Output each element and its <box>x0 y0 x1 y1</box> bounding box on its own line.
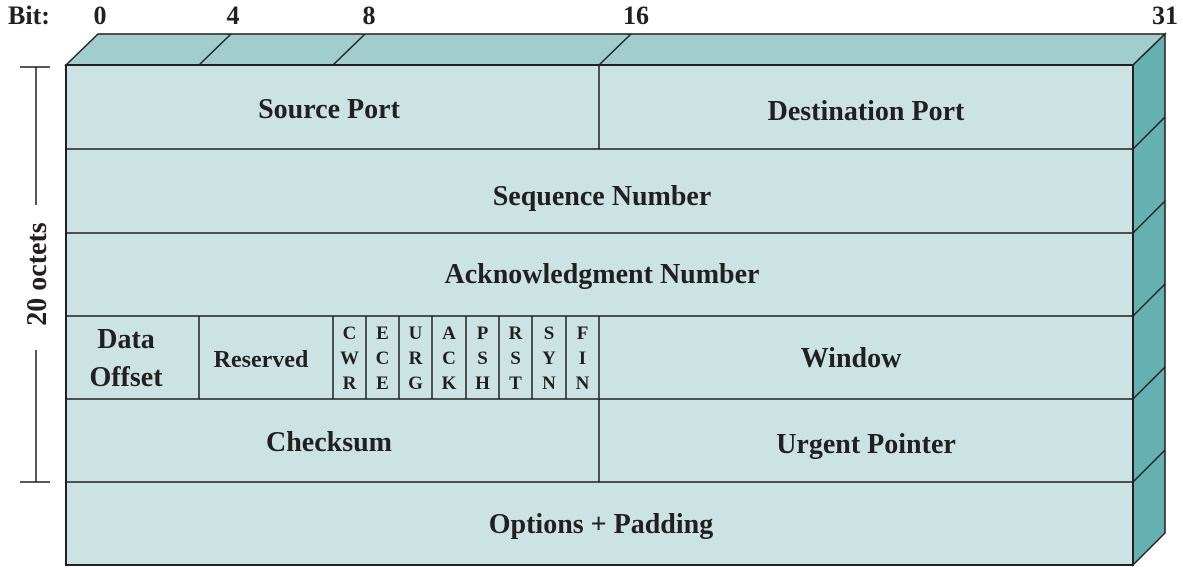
bit-tick-31: 31 <box>1152 1 1178 30</box>
flag-psh-2: S <box>477 348 488 369</box>
flag-ack-2: C <box>442 348 456 369</box>
flag-fin-3: N <box>576 373 590 394</box>
octets-label-bg <box>14 205 58 350</box>
bit-tick-8: 8 <box>363 1 376 30</box>
field-acknowledgment-number: Acknowledgment Number <box>445 259 760 290</box>
flag-psh-3: H <box>475 373 490 394</box>
top-divider-bit16 <box>598 33 632 66</box>
flag-fin-1: F <box>577 323 589 344</box>
top-divider-bit8 <box>332 33 366 66</box>
flag-rst-2: S <box>510 348 521 369</box>
field-data-offset-line2: Offset <box>89 362 163 393</box>
bit-tick-0: 0 <box>94 1 107 30</box>
flag-ece-3: E <box>376 373 389 394</box>
flag-syn-2: Y <box>542 348 556 369</box>
octets-label: 20 octets <box>22 222 53 326</box>
field-destination-port: Destination Port <box>768 96 965 127</box>
flag-ack-1: A <box>442 323 456 344</box>
flag-psh-1: P <box>477 323 489 344</box>
bit-prefix: Bit: <box>8 1 50 30</box>
flag-urg-3: G <box>408 373 423 394</box>
flag-urg-1: U <box>409 323 423 344</box>
field-urgent-pointer: Urgent Pointer <box>776 429 956 460</box>
column-dividers <box>198 65 600 482</box>
field-sequence-number: Sequence Number <box>493 181 712 212</box>
flag-ack-3: K <box>442 373 457 394</box>
top-divider-bit4 <box>198 33 232 66</box>
flag-ece-1: E <box>376 323 389 344</box>
field-options-padding: Options + Padding <box>489 509 713 540</box>
bit-tick-4: 4 <box>227 1 240 30</box>
flag-fin-2: I <box>579 348 586 369</box>
bit-tick-16: 16 <box>623 1 649 30</box>
flag-cwr-2: W <box>340 348 359 369</box>
flag-rst-3: T <box>509 373 522 394</box>
flag-syn-3: N <box>542 373 556 394</box>
flag-bits: C W R E C E U R G A C K P S H R S T S Y … <box>340 323 590 394</box>
flag-cwr-1: C <box>343 323 357 344</box>
field-reserved: Reserved <box>214 347 309 373</box>
flag-syn-1: S <box>544 323 555 344</box>
field-data-offset-line1: Data <box>97 324 155 355</box>
field-checksum: Checksum <box>266 427 392 458</box>
flag-cwr-3: R <box>343 373 357 394</box>
flag-ece-2: C <box>376 348 390 369</box>
flag-rst-1: R <box>509 323 523 344</box>
side-row-dividers <box>1132 116 1166 483</box>
flag-urg-2: R <box>409 348 423 369</box>
field-source-port: Source Port <box>258 94 400 125</box>
field-window: Window <box>801 343 902 374</box>
